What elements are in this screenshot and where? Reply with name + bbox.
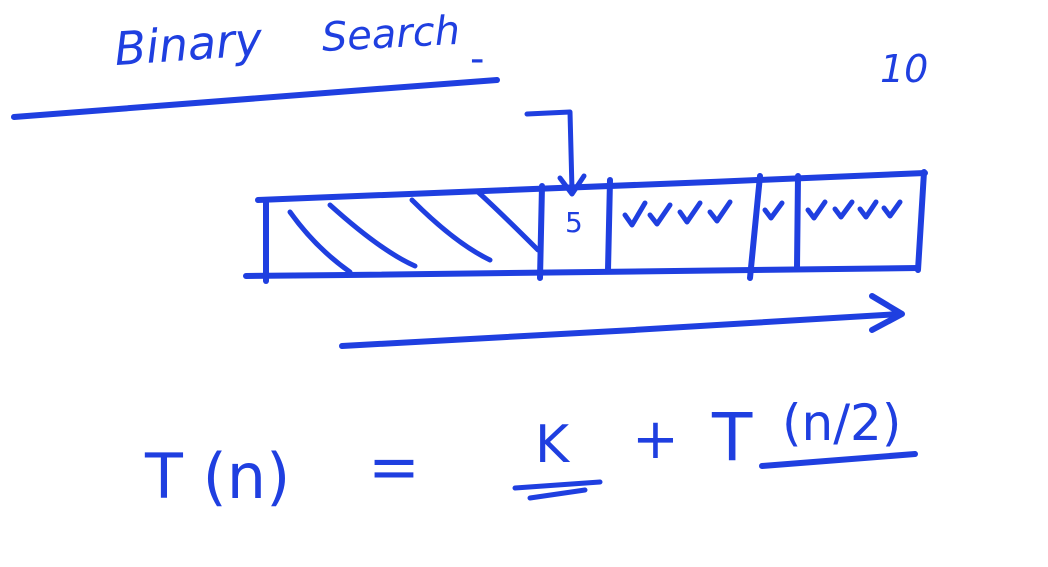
recurrence-plus: +	[632, 407, 679, 472]
constant-underline	[512, 479, 603, 491]
recurrence-rhs-T: T	[711, 399, 753, 476]
rhs-underline	[759, 451, 918, 469]
recurrence-rhs-arg: (n/2)	[782, 394, 901, 452]
title-word-search: Search	[321, 8, 462, 61]
array-divider-right-2	[794, 173, 801, 271]
sorted-array: 5	[243, 169, 928, 284]
recurrence-constant: K	[535, 415, 571, 475]
constant-underline-2	[527, 487, 588, 501]
title-trailing-dash: -	[470, 36, 484, 82]
array-top-edge	[255, 170, 928, 203]
array-divider-right-1	[747, 173, 763, 281]
direction-arrow	[339, 293, 905, 349]
array-right-edge	[915, 169, 927, 273]
recurrence-equation: T (n) = K + T (n/2)	[144, 394, 918, 513]
recurrence-lhs: T (n)	[144, 440, 290, 513]
middle-element-value: 5	[565, 206, 583, 239]
array-divider-mid-left	[537, 183, 545, 281]
array-bottom-edge	[243, 265, 921, 279]
title: Binary Search -	[11, 8, 500, 120]
title-underline	[11, 77, 500, 120]
recurrence-equals: =	[368, 430, 420, 503]
checked-half-marks	[622, 199, 903, 228]
pointer-arrow	[524, 109, 587, 197]
corner-number: 10	[880, 47, 928, 91]
discarded-half-hatching	[287, 189, 541, 275]
title-word-binary: Binary	[113, 12, 265, 76]
array-divider-mid-right	[605, 177, 613, 273]
